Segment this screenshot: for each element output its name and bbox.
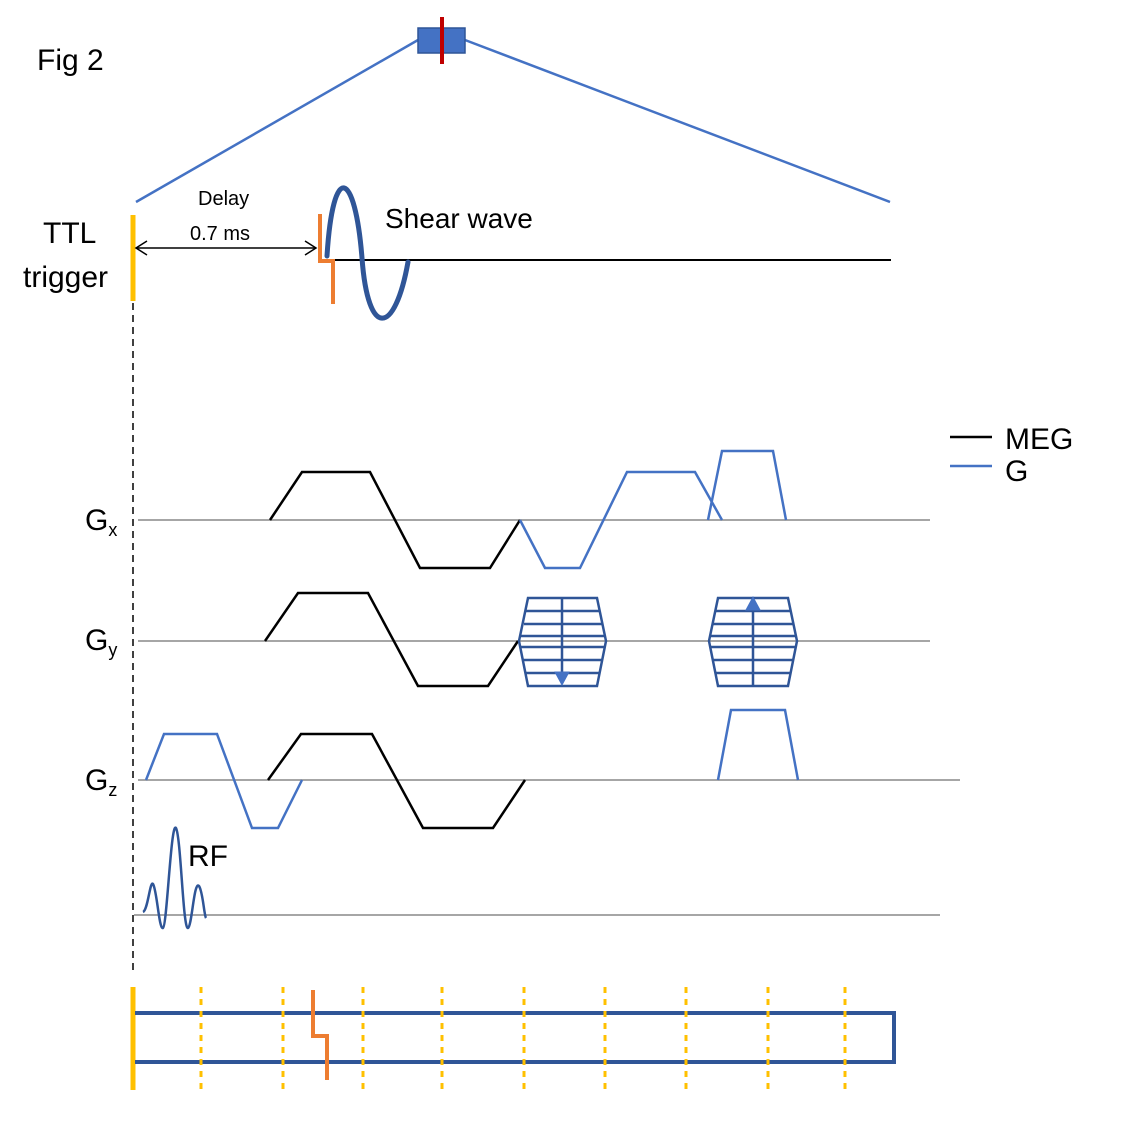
timing-bar-dotted-markers — [199, 987, 847, 1090]
shear-wave-label: Shear wave — [385, 203, 533, 234]
gx-meg-waveform — [268, 470, 522, 570]
up-arrow-icon — [745, 595, 761, 611]
timing-bar-piezo-step — [311, 990, 329, 1080]
gy-phase-encode-table-1 — [517, 596, 608, 688]
delay-value: 0.7 ms — [190, 223, 250, 245]
gx-label: Gx — [85, 504, 117, 540]
legend-g-label: G — [1005, 455, 1028, 488]
gz-slice-select-waveform — [144, 732, 304, 830]
down-arrow-icon — [554, 671, 570, 687]
timing-bar-frame — [135, 1011, 896, 1064]
delay-label: Delay — [198, 188, 249, 210]
rf-pulse-waveform — [142, 826, 208, 930]
legend: MEG G — [950, 423, 1073, 488]
gx-readout-gradient — [706, 449, 788, 521]
piezo-step — [318, 214, 335, 304]
delay-arrow — [134, 240, 318, 256]
gx-imaging-waveform — [518, 470, 724, 570]
figure-label: Fig 2 — [37, 44, 104, 77]
shear-wave-curve — [324, 185, 411, 321]
timing-bar — [130, 987, 896, 1090]
rf-label: RF — [188, 840, 228, 873]
gz-label: Gz — [85, 764, 117, 800]
legend-meg-label: MEG — [1005, 423, 1073, 456]
zoom-marker — [417, 17, 466, 64]
gy-label: Gy — [85, 624, 117, 660]
gy-phase-encode-table-2 — [707, 595, 799, 688]
gz-spoiler-gradient — [716, 708, 800, 781]
trigger-label: trigger — [23, 261, 108, 294]
gy-meg-waveform — [263, 591, 520, 688]
ttl-label: TTL — [43, 217, 96, 250]
zoom-lines — [135, 38, 891, 204]
gz-meg-waveform — [266, 732, 527, 830]
